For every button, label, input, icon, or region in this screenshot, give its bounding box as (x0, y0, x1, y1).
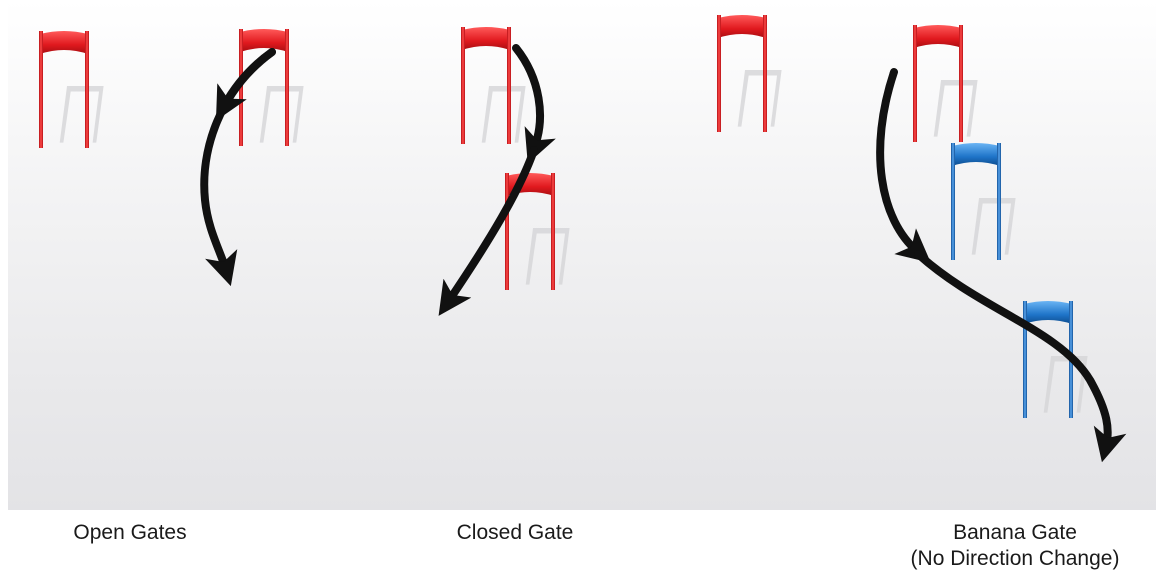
direction-arrow (880, 72, 918, 252)
closed-gate-group (448, 27, 555, 302)
gate-shadow (60, 86, 104, 143)
caption-banana-gate: Banana Gate (No Direction Change) (880, 520, 1150, 572)
caption-open-gates: Open Gates (60, 520, 200, 546)
caption-banana-gate-subtitle: (No Direction Change) (880, 546, 1150, 572)
gate-shadow (260, 86, 304, 143)
gate-shadow (738, 70, 782, 127)
banana-gate-path-arrow (918, 254, 1108, 446)
caption-banana-gate-title: Banana Gate (880, 520, 1150, 546)
closed-gate-path-arrow (448, 150, 534, 302)
caption-closed-gate: Closed Gate (420, 520, 610, 546)
gate-shadow (972, 198, 1016, 255)
gate-shadow (526, 228, 570, 285)
open-gates-group (39, 29, 289, 270)
direction-arrow (516, 48, 540, 148)
gate-shadow (482, 86, 526, 143)
gate-shadow (934, 80, 978, 137)
